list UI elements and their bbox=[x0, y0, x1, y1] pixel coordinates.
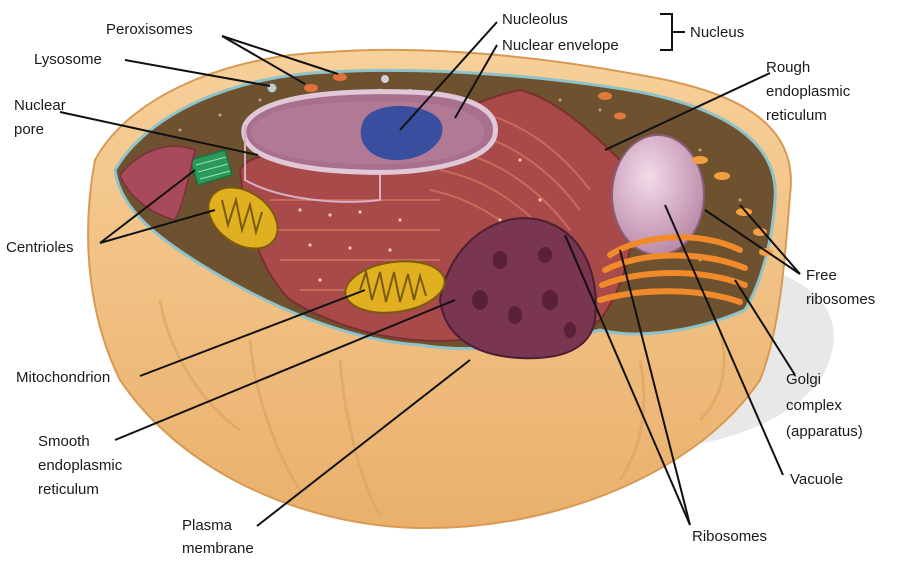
label-nuclear-pore-2: pore bbox=[14, 121, 44, 138]
label-smooth-er-1: Smooth bbox=[38, 433, 90, 450]
label-rough-er-1: Rough bbox=[766, 59, 810, 76]
label-centrioles: Centrioles bbox=[6, 239, 74, 256]
label-nuclear-envelope: Nuclear envelope bbox=[502, 37, 619, 54]
label-golgi-3: (apparatus) bbox=[786, 423, 863, 440]
golgi-complex bbox=[597, 234, 748, 305]
label-free-ribosomes-1: Free bbox=[806, 267, 837, 284]
label-mitochondrion: Mitochondrion bbox=[16, 369, 110, 386]
peroxisomes bbox=[304, 73, 626, 120]
smooth-er-left bbox=[119, 145, 196, 221]
smooth-er bbox=[438, 217, 597, 360]
mitochondrion-lower bbox=[344, 260, 446, 314]
label-plasma-membrane-1: Plasma bbox=[182, 517, 233, 534]
label-free-ribosomes-2: ribosomes bbox=[806, 291, 875, 308]
label-nucleolus: Nucleolus bbox=[502, 11, 568, 28]
mitochondrion-upper bbox=[207, 186, 279, 250]
label-plasma-membrane-2: membrane bbox=[182, 540, 254, 557]
label-peroxisomes: Peroxisomes bbox=[106, 21, 193, 38]
centrioles bbox=[189, 149, 233, 186]
labels: Peroxisomes Lysosome Nuclear pore Centri… bbox=[6, 11, 875, 557]
label-nuclear-pore-1: Nuclear bbox=[14, 97, 66, 114]
label-rough-er-3: reticulum bbox=[766, 107, 827, 124]
label-smooth-er-3: reticulum bbox=[38, 481, 99, 498]
nucleolus bbox=[360, 105, 443, 161]
label-golgi-2: complex bbox=[786, 397, 842, 414]
label-golgi-1: Golgi bbox=[786, 371, 821, 388]
leader-lines bbox=[59, 13, 801, 527]
nucleus bbox=[241, 89, 498, 203]
cell-wall-ridges bbox=[158, 299, 726, 516]
label-smooth-er-2: endoplasmic bbox=[38, 457, 123, 474]
label-ribosomes: Ribosomes bbox=[692, 528, 767, 545]
label-vacuole: Vacuole bbox=[790, 471, 843, 488]
label-rough-er-2: endoplasmic bbox=[766, 83, 851, 100]
label-nucleus: Nucleus bbox=[690, 24, 744, 41]
label-lysosome: Lysosome bbox=[34, 51, 102, 68]
